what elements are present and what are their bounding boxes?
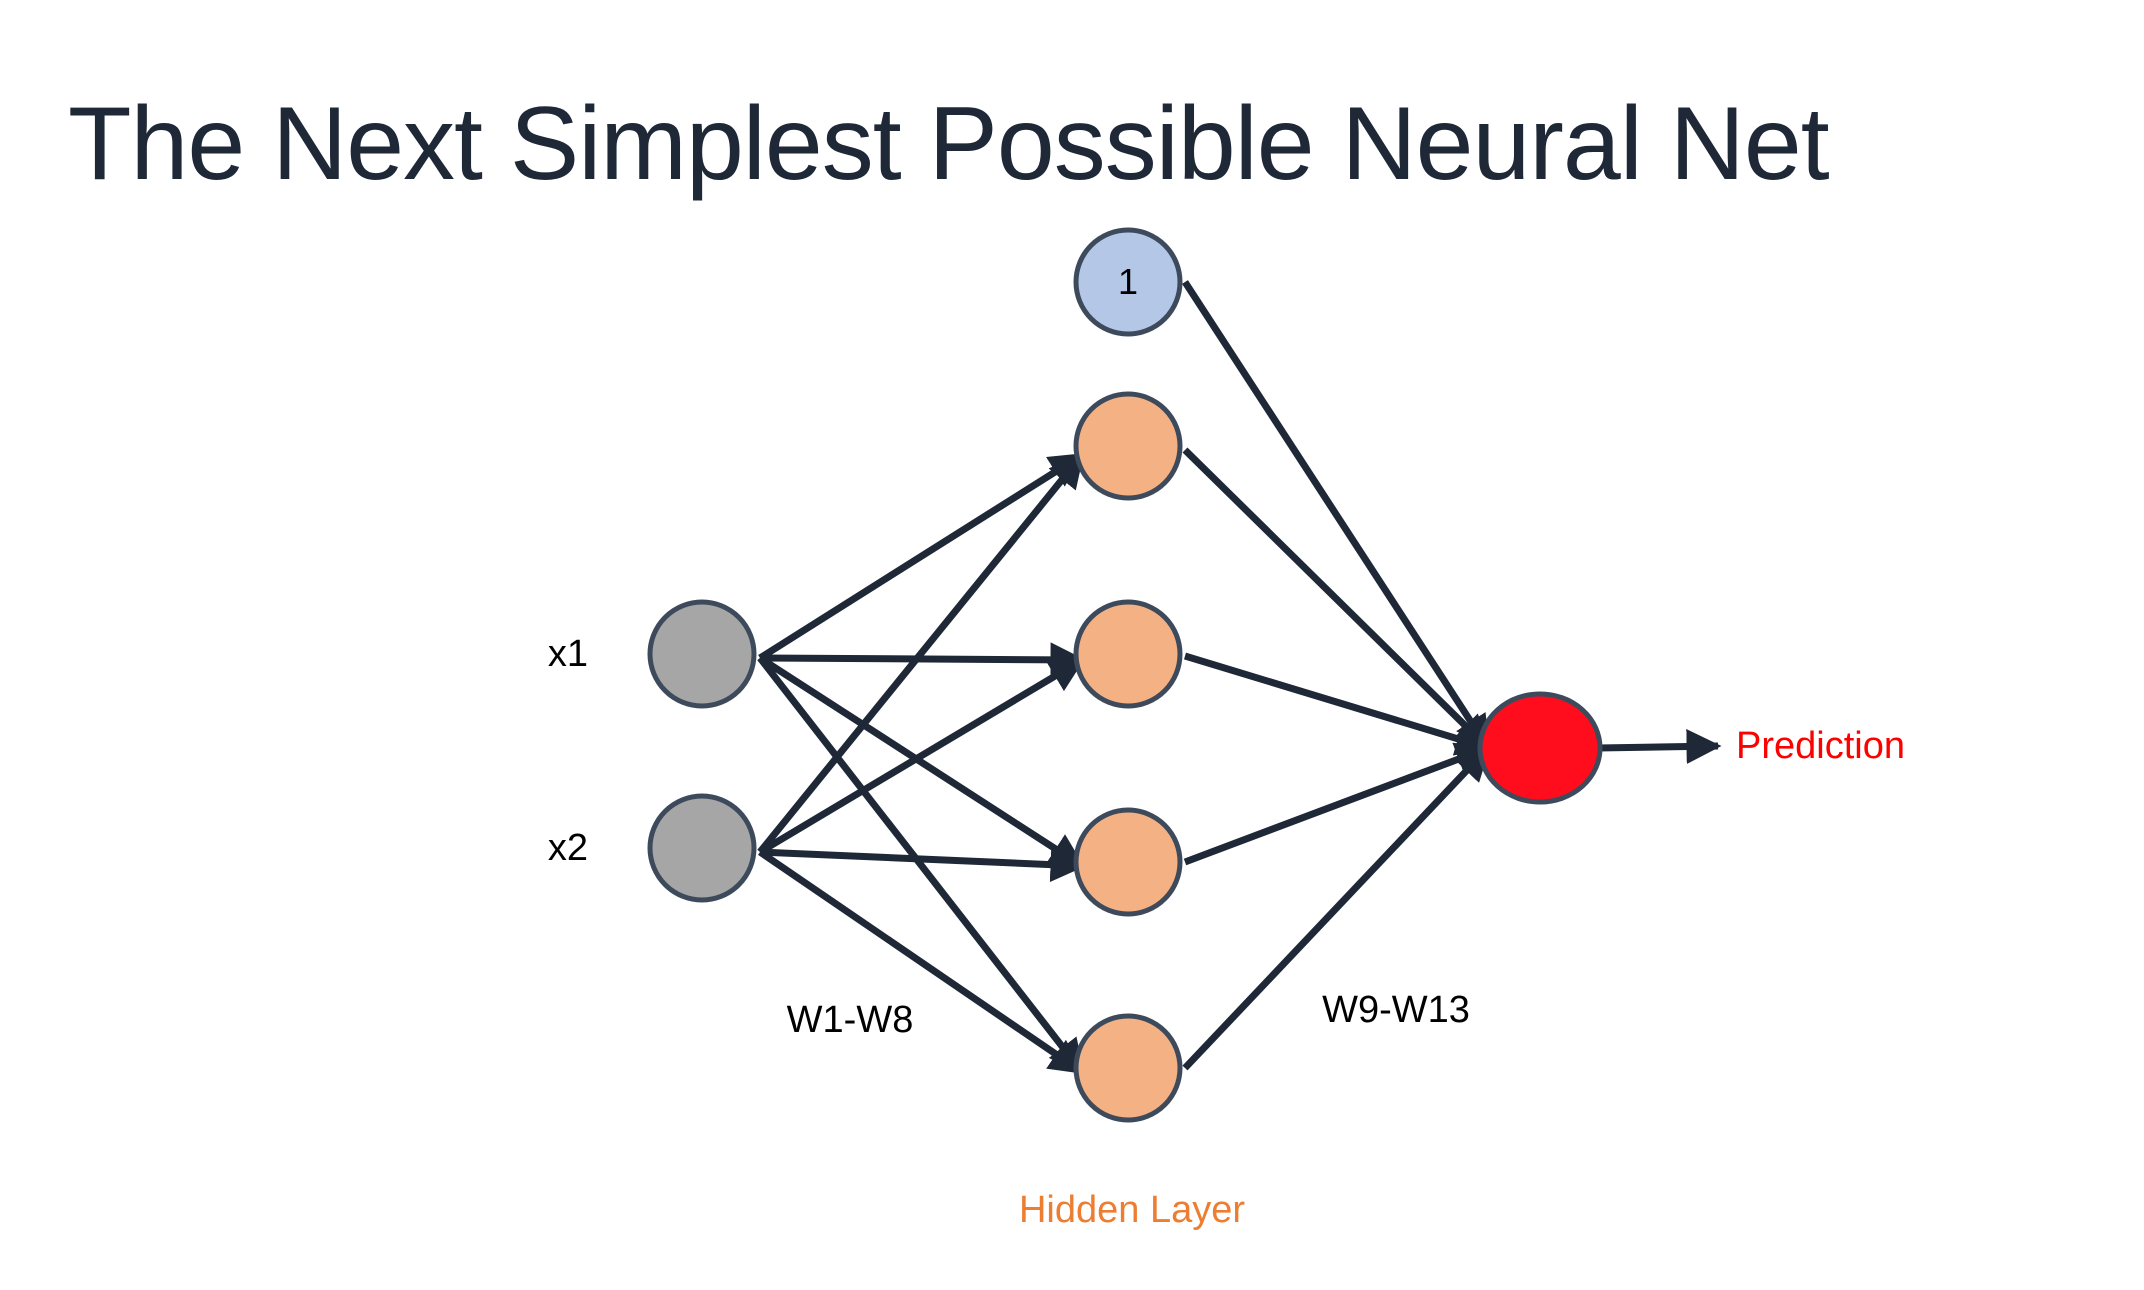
bias-node (1073, 227, 1183, 337)
edge-h1-out (1182, 447, 1491, 751)
bias-node-label: 1 (1118, 261, 1138, 302)
edge-x1-h1 (758, 452, 1085, 661)
hidden-node-4 (1073, 1013, 1183, 1123)
slide-title: The Next Simplest Possible Neural Net (68, 86, 1830, 202)
hidden-layer (1073, 391, 1183, 1123)
weights-label-w1-w8: W1-W8 (787, 999, 914, 1041)
edge-x2-h4 (758, 849, 1085, 1075)
input-hidden-edges (757, 452, 1086, 1075)
input-node-x1 (647, 599, 757, 709)
edge-h4-out (1182, 745, 1491, 1071)
edge-x2-h1 (757, 452, 1085, 855)
input-node-x2 (647, 793, 757, 903)
hidden-node-3 (1073, 807, 1183, 917)
output-node (1477, 691, 1603, 805)
edge-x2-h2 (758, 656, 1086, 856)
edge-x1-h3 (758, 655, 1085, 869)
edge-x1-h4 (757, 655, 1085, 1075)
hidden-output-edges (1182, 280, 1492, 1071)
input-label-x2: x2 (548, 827, 588, 869)
hidden-node-1 (1073, 391, 1183, 501)
edge-bias-out (1182, 280, 1491, 751)
edge-h2-out (1183, 652, 1492, 756)
prediction-arrow (1597, 729, 1722, 765)
input-layer (647, 599, 757, 903)
weights-label-w9-w13: W9-W13 (1322, 989, 1470, 1031)
edge-h3-out (1183, 742, 1492, 866)
prediction-label: Prediction (1736, 725, 1905, 767)
hidden-node-2 (1073, 599, 1183, 709)
input-label-x1: x1 (548, 633, 588, 675)
hidden-layer-label: Hidden Layer (1019, 1189, 1245, 1231)
edge-x2-h3 (759, 847, 1086, 883)
